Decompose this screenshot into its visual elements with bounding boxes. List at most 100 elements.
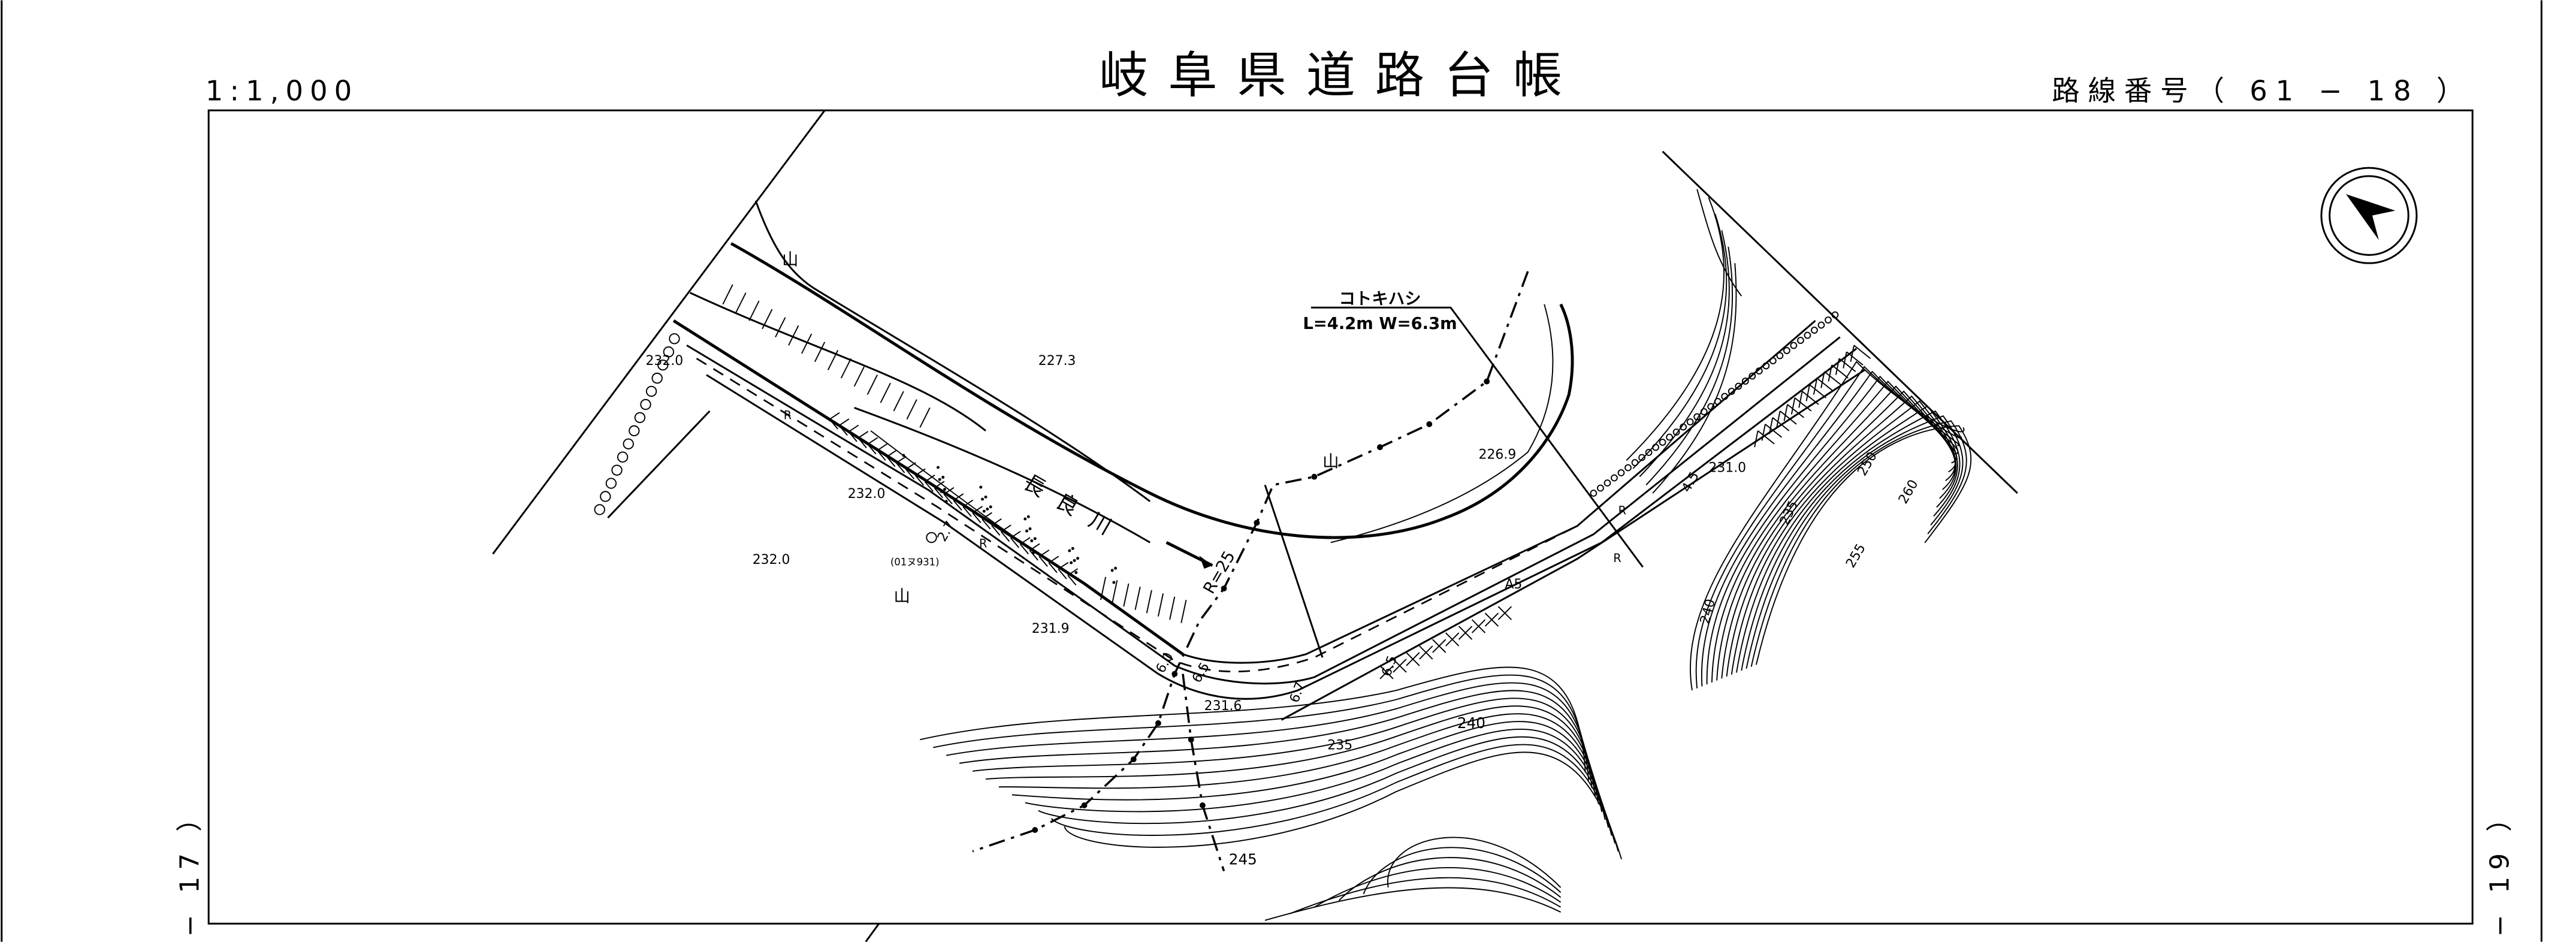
flow-arrowhead <box>1199 555 1213 569</box>
r-mark: R <box>784 409 792 422</box>
boundary-point <box>1484 378 1490 385</box>
sand-dot <box>1068 549 1071 552</box>
north-arrow-icon <box>2320 167 2418 264</box>
hatch-mark <box>896 455 907 473</box>
elevation-point: 232.0 <box>753 552 790 567</box>
contour-line <box>1338 857 1562 901</box>
sand-dot <box>981 497 985 501</box>
stone-wall <box>651 372 663 384</box>
slope-tick <box>748 300 760 321</box>
slope-tick <box>762 309 773 330</box>
stone-wall <box>605 478 617 489</box>
slope-tick <box>814 342 826 363</box>
scallop <box>1597 484 1604 492</box>
stone-wall <box>645 385 657 397</box>
scallop <box>1755 367 1763 375</box>
sand-dot <box>982 509 986 513</box>
hatch-mark <box>1798 391 1819 408</box>
boundary-point <box>1426 421 1433 427</box>
boundary-point <box>1377 444 1383 451</box>
stone-wall <box>600 491 611 502</box>
hatch-mark <box>1843 351 1864 369</box>
administrative-boundary <box>972 271 1529 872</box>
hatch-mark <box>972 506 983 523</box>
contour-label: 240 <box>1457 714 1485 732</box>
hatch-mark <box>1805 384 1827 401</box>
benchmark-code: (01ヌ931) <box>890 557 940 568</box>
boundary-point <box>1171 671 1178 677</box>
contour-line <box>1289 877 1562 914</box>
sand-dot <box>941 476 945 479</box>
hatch-mark <box>1835 358 1856 375</box>
sand-dot <box>984 495 987 499</box>
scallop <box>1603 479 1611 487</box>
hatch-mark <box>1029 543 1040 561</box>
boundary-point <box>1311 473 1318 480</box>
boundary-point <box>1081 802 1088 808</box>
scallop <box>1748 372 1756 380</box>
contour-line <box>1064 751 1622 860</box>
road-width: 6.5 <box>1379 654 1400 678</box>
scallop <box>1769 357 1777 364</box>
edge-line <box>865 923 880 942</box>
hatch-mark <box>1790 397 1812 415</box>
contour-line <box>1731 400 1957 675</box>
scallop <box>1617 469 1625 476</box>
contour-line <box>985 705 1603 813</box>
stone-wall <box>663 346 675 358</box>
boundary-point <box>1254 520 1260 526</box>
contour-line <box>1025 729 1612 836</box>
contour-line <box>998 713 1606 820</box>
slope-tick <box>1134 587 1141 610</box>
sand-dot <box>1074 571 1078 574</box>
scallop <box>1741 378 1749 385</box>
slope-tick <box>919 407 931 428</box>
hatch-mark <box>943 487 955 505</box>
contour-line <box>1038 736 1616 844</box>
road <box>672 319 1865 721</box>
mountain-symbol: 山 <box>782 250 798 269</box>
stone-wall <box>629 425 640 437</box>
slope-tick <box>1123 583 1130 607</box>
hatch-mark <box>848 424 859 442</box>
slope-tick <box>1180 600 1187 623</box>
scallop <box>1721 393 1729 400</box>
hatch-mark <box>867 437 878 455</box>
road-width: 2.7 <box>935 519 958 545</box>
hatch-mark <box>877 443 888 461</box>
scallop <box>1831 311 1839 319</box>
scallop <box>1776 352 1784 360</box>
stone-wall <box>617 451 629 463</box>
slope-tick <box>827 350 839 370</box>
hatch-mark <box>838 418 850 436</box>
contour-line <box>1652 263 1737 494</box>
contour-line <box>959 690 1596 796</box>
bridge-dimensions: L=4.2m W=6.3m <box>1303 315 1457 333</box>
contour-line <box>1726 395 1956 677</box>
sand-dot <box>1028 527 1032 530</box>
left-sheet-number: − 17 ） <box>175 799 206 937</box>
boundary-point <box>1130 756 1137 763</box>
contour-label: 260 <box>1896 477 1922 506</box>
hatch-mark <box>1058 561 1069 579</box>
slope-tick <box>1100 576 1107 600</box>
scallop <box>1783 347 1790 354</box>
scallop <box>1638 454 1645 461</box>
scallop <box>1645 449 1653 456</box>
hatch-mark <box>886 449 897 467</box>
boundary-point <box>1188 736 1194 743</box>
right-sheet-number: − 19 ） <box>2485 799 2515 937</box>
contour-line <box>1755 425 1972 665</box>
retaining-wall-hatch <box>829 345 1871 680</box>
contour-line <box>920 666 1586 773</box>
stone-wall <box>640 398 651 410</box>
elevation-point: 232.0 <box>645 354 683 369</box>
scale-label: 1:1,000 <box>206 75 358 107</box>
elevation-point: 231.0 <box>1708 460 1746 475</box>
slope-tick <box>801 333 813 354</box>
boundary-lines <box>492 110 2018 555</box>
elevation-point: 226.9 <box>1479 447 1517 462</box>
scallop <box>1790 342 1798 349</box>
r-mark: R <box>1613 551 1621 565</box>
